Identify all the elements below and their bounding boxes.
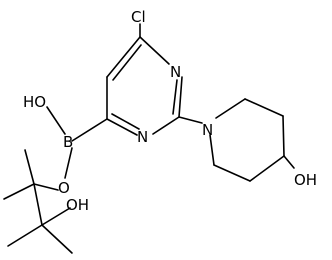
pyrimidine-ring: [106, 23, 183, 136]
bond-cq2-oh: [41, 207, 71, 226]
bond-c4-b: [71, 118, 108, 142]
bond-cq1-cq2: [33, 183, 43, 226]
bond-n3-c4: [106, 118, 138, 136]
bond-c2-n3: [152, 116, 180, 135]
bond-n-pip-ca: [215, 98, 246, 119]
atom-oh-piperidine: OH: [294, 171, 317, 189]
bond-cq2-me-left: [7, 224, 43, 247]
atom-oh-pinacol: OH: [66, 196, 89, 214]
bond-c4-n3-double-inner: [111, 113, 140, 130]
bond-n1-c2-double-inner: [172, 79, 178, 115]
atom-boron: B: [63, 133, 73, 151]
bond-cq1-me-up: [24, 149, 35, 185]
bond-ca-cb: [244, 98, 284, 117]
atom-cl: Cl: [131, 8, 146, 26]
bond-c5-c6-double-inner: [112, 44, 142, 81]
atom-o-ester: O: [58, 179, 70, 197]
bond-b-ho: [46, 106, 66, 135]
atom-n-bottom: N: [137, 128, 148, 146]
bond-cd-ce: [213, 164, 251, 182]
bond-cc-oh: [283, 155, 295, 169]
bond-cq2-me-down: [41, 224, 73, 254]
bond-cc-cd: [249, 155, 285, 182]
piperidine-ring: [178, 98, 295, 182]
bond-n1-c2-double: [178, 76, 183, 118]
bond-cq1-me-left: [3, 183, 35, 200]
bond-cb-cc: [282, 115, 285, 157]
bond-b-o: [64, 147, 73, 179]
boronic-ester: [3, 106, 108, 254]
atom-ho-boron: HO: [23, 93, 46, 111]
bond-o-cq1: [33, 183, 59, 191]
atom-n-piperidine: N: [202, 121, 213, 139]
bond-c6-n1: [139, 36, 170, 65]
bond-c2-n-piperidine: [178, 116, 203, 124]
bond-c5-c6-double: [106, 36, 141, 78]
bond-ce-n-pip: [209, 134, 215, 166]
atom-labels: Cl N N N OH HO B O OH: [23, 8, 317, 214]
atom-n-top: N: [170, 63, 181, 81]
